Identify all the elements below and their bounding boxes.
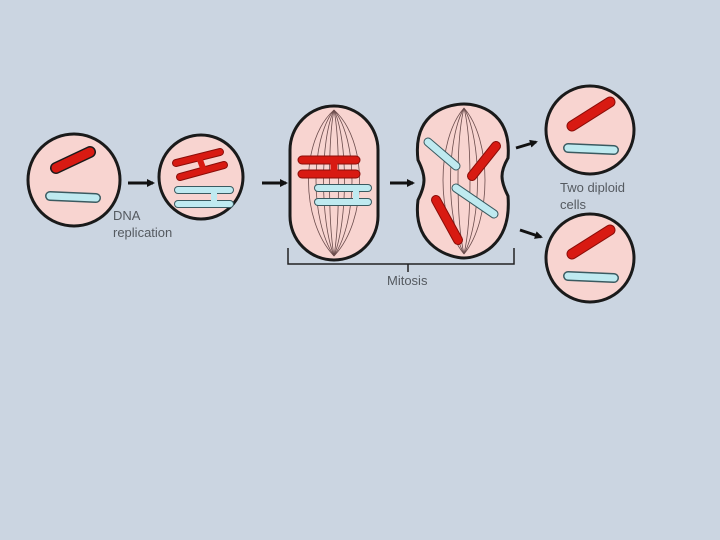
mitosis-label: Mitosis bbox=[387, 272, 427, 289]
arrow-down bbox=[519, 228, 543, 239]
arrow-up bbox=[515, 139, 538, 150]
parent-cell bbox=[26, 132, 122, 228]
two-diploid-cells-label: Two diploid cells bbox=[560, 179, 625, 213]
metaphase-cell bbox=[288, 104, 380, 262]
mitosis-label-text: Mitosis bbox=[387, 273, 428, 288]
mitosis-bracket bbox=[287, 248, 515, 272]
diploid-label-line1: Two diploid bbox=[560, 180, 626, 195]
daughter-cell-bottom bbox=[544, 212, 636, 304]
replicated-cell bbox=[157, 133, 245, 221]
spindle-fibers bbox=[308, 109, 360, 257]
dna-replication-label: DNA replication bbox=[113, 207, 172, 241]
dna-label-line2: replication bbox=[113, 225, 173, 240]
diploid-label-line2: cells bbox=[560, 197, 587, 212]
daughter-cell-top bbox=[544, 84, 636, 176]
anaphase-cell bbox=[415, 102, 510, 260]
dna-label-line1: DNA bbox=[113, 208, 141, 223]
